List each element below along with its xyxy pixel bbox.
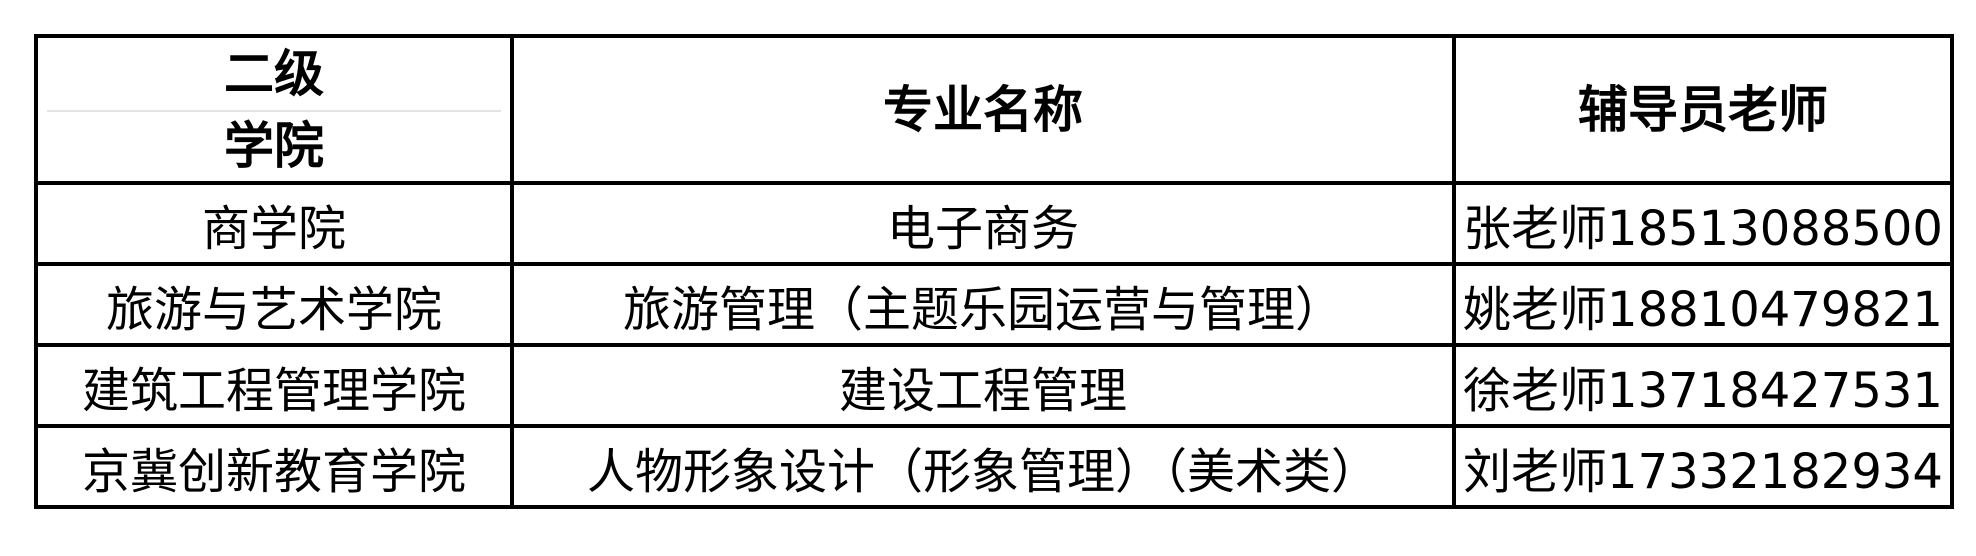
header-college-divider (47, 109, 501, 112)
header-row: 二级 学院 专业名称 辅导员老师 (34, 34, 1954, 185)
header-college-line1: 二级 (224, 44, 324, 103)
cell-major: 人物形象设计（形象管理）（美术类） (510, 424, 1456, 509)
cell-major: 建设工程管理 (510, 343, 1456, 428)
table-row: 商学院 电子商务 张老师18513088500 (34, 181, 1954, 266)
cell-college: 建筑工程管理学院 (34, 343, 514, 428)
table-row: 京冀创新教育学院 人物形象设计（形象管理）（美术类） 刘老师1733218293… (34, 424, 1954, 509)
cell-major: 旅游管理（主题乐园运营与管理） (510, 262, 1456, 347)
table-row: 旅游与艺术学院 旅游管理（主题乐园运营与管理） 姚老师18810479821 (34, 262, 1954, 347)
header-college: 二级 学院 (34, 34, 514, 185)
cell-counselor: 张老师18513088500 (1452, 181, 1954, 266)
cell-counselor: 刘老师17332182934 (1452, 424, 1954, 509)
counselor-table: 二级 学院 专业名称 辅导员老师 商学院 电子商务 张老师18513088500… (34, 34, 1954, 509)
header-major: 专业名称 (510, 34, 1456, 185)
counselor-table-container: 二级 学院 专业名称 辅导员老师 商学院 电子商务 张老师18513088500… (34, 34, 1954, 509)
header-college-line2: 学院 (224, 116, 324, 175)
cell-college: 商学院 (34, 181, 514, 266)
cell-major: 电子商务 (510, 181, 1456, 266)
cell-counselor: 徐老师13718427531 (1452, 343, 1954, 428)
table-row: 建筑工程管理学院 建设工程管理 徐老师13718427531 (34, 343, 1954, 428)
cell-college: 京冀创新教育学院 (34, 424, 514, 509)
header-counselor: 辅导员老师 (1452, 34, 1954, 185)
cell-college: 旅游与艺术学院 (34, 262, 514, 347)
cell-counselor: 姚老师18810479821 (1452, 262, 1954, 347)
